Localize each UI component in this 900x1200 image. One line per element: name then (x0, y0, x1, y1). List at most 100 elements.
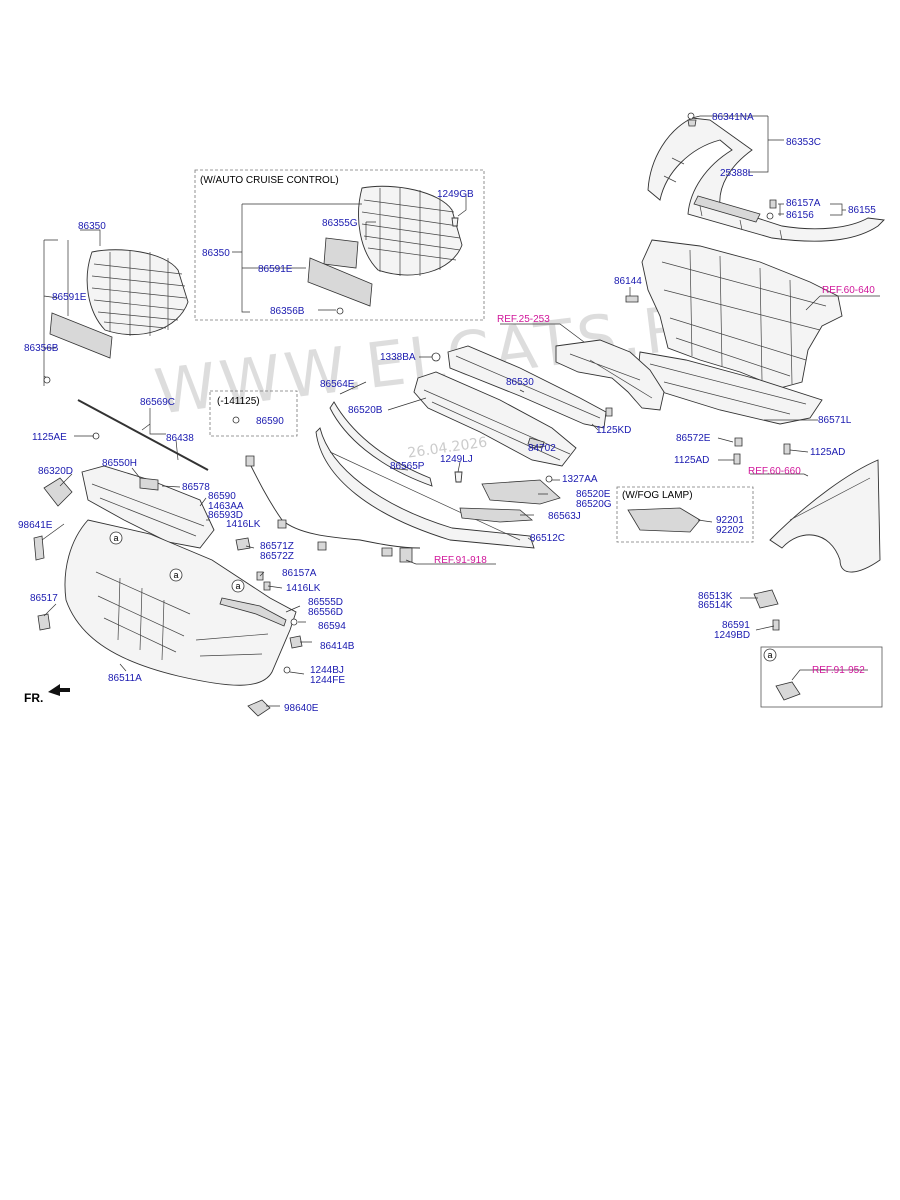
label-1125AD-right: 1125AD (810, 447, 845, 458)
parking-sensor (775, 681, 801, 701)
plug-86517 (37, 613, 51, 631)
leader-lines (41, 115, 880, 707)
front-arrow-icon (48, 684, 70, 696)
label-86520E: 86520E (576, 489, 611, 500)
callout-a-1 (109, 531, 123, 545)
label-1416LK-a: 1416LK (226, 519, 261, 530)
label-86590: 86590 (208, 491, 236, 502)
label-86571Z: 86571Z (260, 541, 294, 552)
label-86520B: 86520B (348, 405, 383, 416)
label-86565P: 86565P (390, 461, 425, 472)
lower-moulding-86564E (329, 401, 433, 487)
label-1244FE: 1244FE (310, 675, 345, 686)
grille-bracket-left (49, 312, 113, 359)
sensor-cover-box (323, 237, 359, 269)
label-86144: 86144 (614, 276, 642, 287)
strip-86569C (77, 399, 209, 471)
callout-a-1-letter: a (113, 533, 118, 543)
ref-60-640: REF.60-640 (822, 285, 875, 296)
emblem-86320D (43, 477, 73, 507)
upper-cover (647, 117, 885, 242)
lower-lip-86565P (315, 427, 535, 549)
bumper-beam (447, 345, 607, 429)
label-86517: 86517 (30, 593, 58, 604)
label-1338BA: 1338BA (380, 352, 416, 363)
label-86511A: 86511A (108, 673, 142, 684)
label-1125KD: 1125KD (596, 425, 631, 436)
front-bumper-cover (64, 519, 297, 686)
radiator-grille-left (86, 249, 189, 336)
label-1125AE: 1125AE (32, 432, 67, 443)
detail-a-box (760, 646, 883, 708)
callout-a-3 (231, 579, 245, 593)
label-1249BD: 1249BD (714, 630, 750, 641)
ref-91-918: REF.91-918 (434, 555, 487, 566)
lower-bracket-86520E (481, 479, 561, 505)
label-86578: 86578 (182, 482, 210, 493)
auto-cruise-box-title: (W/AUTO CRUISE CONTROL) (200, 175, 339, 186)
fog-lamp-box-title: (W/FOG LAMP) (622, 490, 693, 501)
label-86414B: 86414B (320, 641, 355, 652)
part-labels: 86341NA 86353C 25388L 86157A 86156 86155… (18, 112, 876, 714)
detail-a-letter: a (767, 650, 772, 660)
label-1244BJ: 1244BJ (310, 665, 344, 676)
label-86514K: 86514K (698, 600, 733, 611)
fog-lamp-box (616, 486, 754, 543)
ref-25-253: REF.25-253 (497, 314, 550, 325)
label-86353C: 86353C (786, 137, 821, 148)
label-86564E: 86564E (320, 379, 355, 390)
fender-bracket-86513K (753, 589, 779, 609)
label-92201: 92201 (716, 515, 744, 526)
label-86594: 86594 (318, 621, 346, 632)
beam-extension-right (555, 339, 665, 411)
label-86350-box: 86350 (202, 248, 230, 259)
label-86512C: 86512C (530, 533, 565, 544)
radiator-grille-box (358, 185, 463, 276)
upper-bumper-bracket-86550H (81, 465, 215, 549)
label-1327AA: 1327AA (562, 474, 598, 485)
label-84702: 84702 (528, 443, 556, 454)
auto-cruise-box (194, 169, 485, 321)
lower-bracket-86563J (459, 507, 534, 523)
harness-connector (399, 547, 413, 563)
label-86320D: 86320D (38, 466, 73, 477)
label-86355G: 86355G (322, 218, 358, 229)
lower-strip-86555D (219, 597, 287, 627)
callout-a-2 (169, 568, 183, 582)
nut-1338BA (431, 352, 441, 362)
label-86350-left: 86350 (78, 221, 106, 232)
label-86591E-left: 86591E (52, 292, 87, 303)
ref-60-660: REF.60-660 (748, 466, 801, 477)
label-98640E: 98640E (284, 703, 319, 714)
label-86530: 86530 (506, 377, 534, 388)
date-range-box (209, 390, 298, 437)
label-86556D: 86556D (308, 607, 343, 618)
callout-a-2-letter: a (173, 570, 178, 580)
label-86513K: 86513K (698, 591, 733, 602)
label-86569C: 86569C (140, 397, 175, 408)
front-orientation-label: FR. (24, 691, 43, 705)
label-1463AA: 1463AA (208, 501, 244, 512)
detail-a-circle (763, 648, 777, 662)
label-25388L: 25388L (720, 168, 754, 179)
date-range-box-title: (-141125) (217, 396, 260, 407)
label-86590-box: 86590 (256, 416, 284, 427)
label-98641E: 98641E (18, 520, 53, 531)
label-1249LJ: 1249LJ (440, 454, 473, 465)
label-86438: 86438 (166, 433, 194, 444)
reference-labels: REF.25-253 REF.60-640 REF.60-660 REF.91-… (434, 285, 875, 676)
label-86563J: 86563J (548, 511, 581, 522)
fog-lamp-92201 (627, 507, 701, 533)
label-86550H: 86550H (102, 458, 137, 469)
carrier-pad (625, 295, 639, 303)
label-86593D: 86593D (208, 510, 243, 521)
label-1416LK-b: 1416LK (286, 583, 321, 594)
label-92202: 92202 (716, 525, 744, 536)
label-86341NA: 86341NA (712, 112, 754, 123)
label-1125AD-mid: 1125AD (674, 455, 709, 466)
clip-top (687, 112, 695, 120)
label-86572Z: 86572Z (260, 551, 294, 562)
label-86591E-box: 86591E (258, 264, 293, 275)
label-86157A-top: 86157A (786, 198, 821, 209)
